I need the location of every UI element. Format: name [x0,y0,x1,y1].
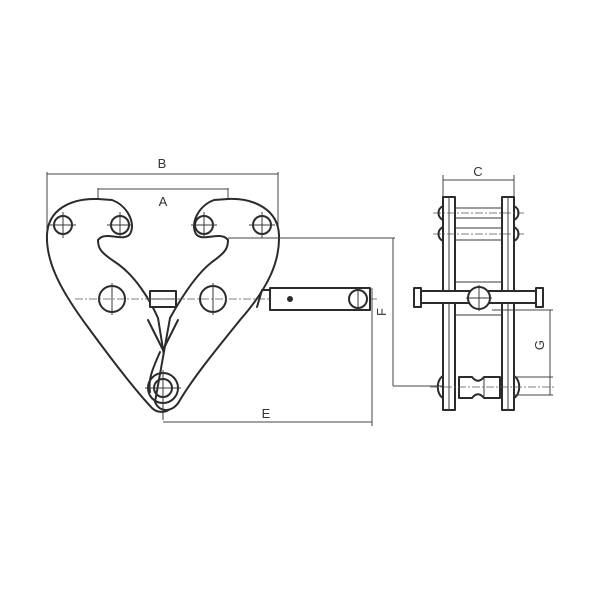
screw-handle [269,287,371,311]
cross-bar-end-right [535,287,544,308]
shackle-pin-front [145,370,181,420]
dimension-label-g: G [532,340,547,350]
hole-upper-right-inner [191,212,217,238]
dimension-label-a: A [159,194,168,209]
dimension-label-b: B [158,156,167,171]
dimension-label-e: E [262,406,271,421]
dimension-label-f: F [374,308,389,316]
cross-bar-end-left [413,287,422,308]
dimension-g: G [492,309,553,396]
upper-pins [433,205,524,242]
handle-neck [256,289,271,308]
dimension-c: C [442,164,515,200]
dimension-label-c: C [473,164,482,179]
dimension-f: F [228,237,445,387]
lower-arm-inner [148,351,161,393]
side-view: C [413,164,555,411]
hole-upper-left-outer [50,212,76,238]
hole-upper-right-outer [249,212,275,238]
front-view: B A [45,156,445,426]
cross-bar [413,285,544,311]
hole-upper-left-inner [107,212,133,238]
dimension-e: E [163,288,373,426]
right-jaw-plate [154,197,281,411]
handle-pin-dot [287,296,293,302]
dimension-b: B [46,156,279,230]
shackle-pin-side [430,375,555,399]
lower-arm-outline [147,319,179,351]
